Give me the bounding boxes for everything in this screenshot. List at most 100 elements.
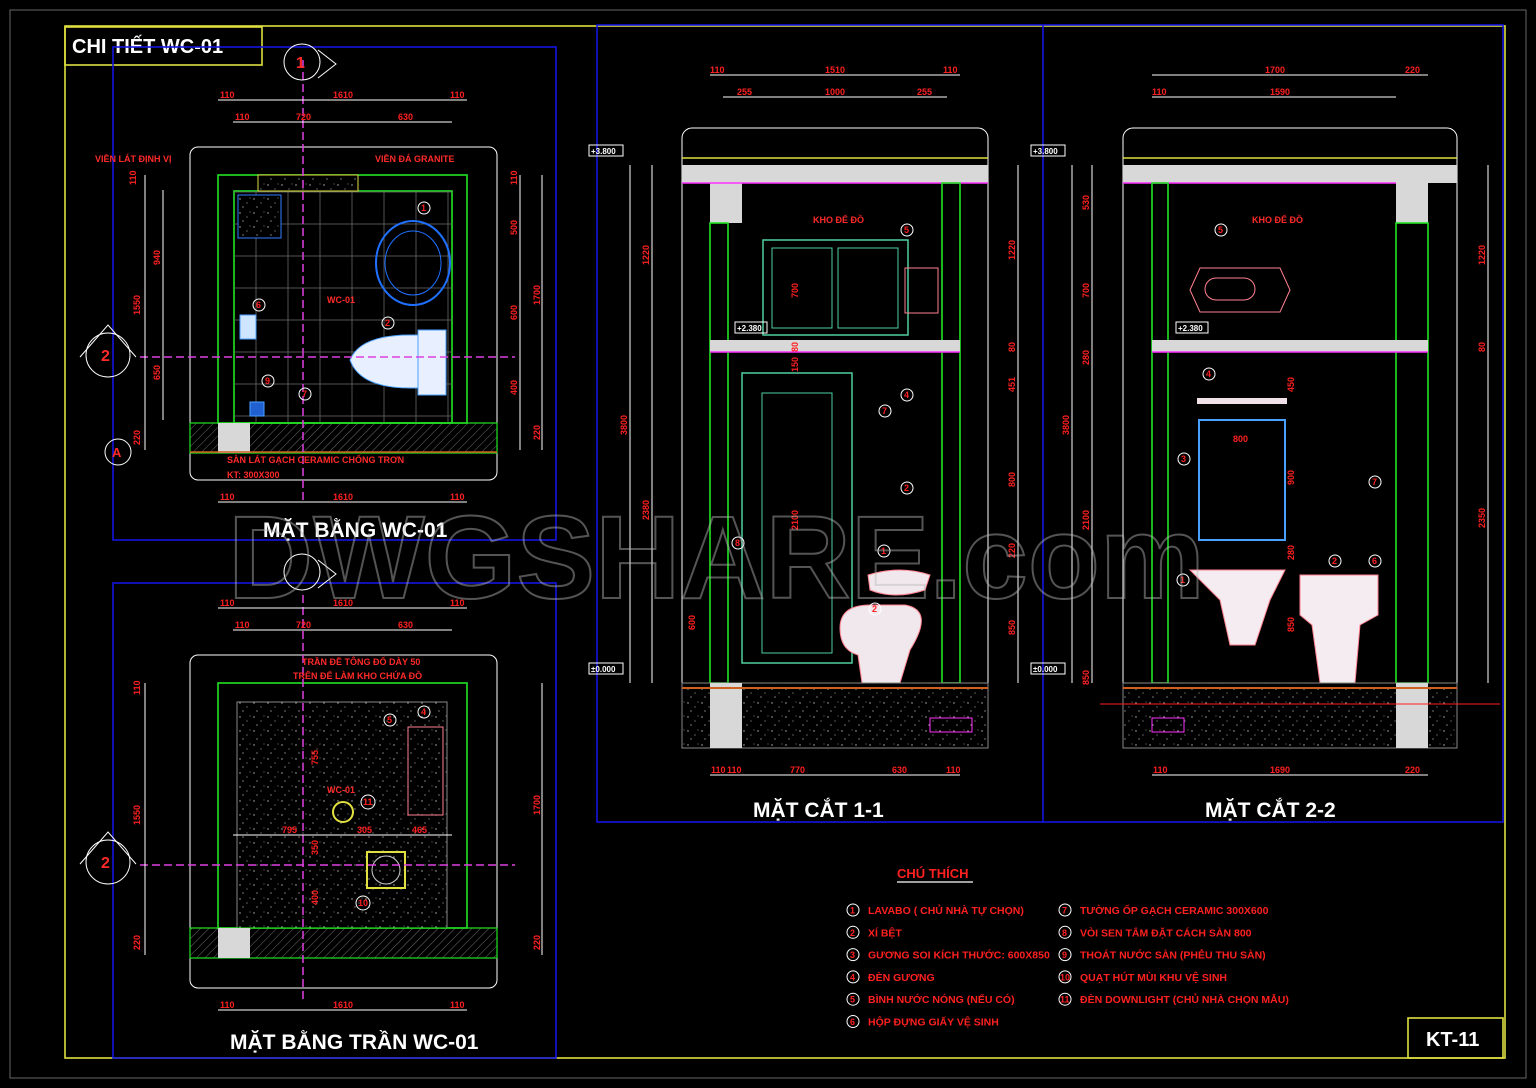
plan-frame [112,46,557,541]
legend-number: 7 [1062,906,1067,916]
svg-text:755: 755 [310,750,320,765]
svg-text:5: 5 [904,225,909,235]
legend-text: XÍ BỆT [868,926,902,939]
svg-text:280: 280 [1286,545,1296,560]
svg-text:451: 451 [1007,377,1017,392]
svg-text:1610: 1610 [333,492,353,502]
svg-text:9: 9 [265,376,270,386]
legend-text: TƯỜNG ỐP GẠCH CERAMIC 300X600 [1080,903,1269,917]
svg-text:1700: 1700 [1265,65,1285,75]
svg-text:KHO ĐỂ ĐỒ: KHO ĐỂ ĐỒ [1252,214,1303,225]
legend-number: 1 [850,906,855,916]
svg-text:110: 110 [220,598,235,608]
svg-text:530: 530 [1081,195,1091,210]
svg-text:4: 4 [904,390,909,400]
svg-text:900: 900 [1286,470,1296,485]
section-2-2: KHO ĐỂ ĐỒ +3.800 +2.380 ±0.000 1700 220 … [1030,65,1500,822]
svg-text:1220: 1220 [1477,245,1487,265]
legend-number: 6 [850,1017,855,1027]
section-1-title: MẶT CẮT 1-1 [753,798,884,822]
plan-room-label: WC-01 [327,295,355,305]
svg-text:1220: 1220 [1007,240,1017,260]
legend-number: 2 [850,928,855,938]
legend-text: BÌNH NƯỚC NÓNG (NẾU CÓ) [868,993,1015,1006]
legend-number-circle [846,948,860,962]
svg-text:800: 800 [1007,472,1017,487]
svg-text:110: 110 [132,680,142,695]
svg-text:700: 700 [790,283,800,298]
legend-number: 8 [1062,928,1067,938]
sections-frame [596,24,1504,823]
ceiling-frame [112,582,557,1059]
plan-note-right: VIỀN ĐÁ GRANITE [375,154,455,164]
legend-text: ĐÈN GƯƠNG [868,971,935,984]
svg-text:630: 630 [398,112,413,122]
svg-text:1610: 1610 [333,598,353,608]
svg-text:110: 110 [727,765,742,775]
svg-text:5: 5 [387,715,392,725]
svg-text:3: 3 [1181,454,1186,464]
svg-text:1590: 1590 [1270,87,1290,97]
svg-text:630: 630 [398,620,413,630]
svg-text:110: 110 [450,90,465,100]
sheet-outer-border [9,9,1527,1079]
svg-text:220: 220 [1405,65,1420,75]
svg-text:+3.800: +3.800 [1033,147,1058,156]
svg-text:10: 10 [358,898,368,908]
svg-text:1220: 1220 [641,245,651,265]
door-icon [741,372,853,664]
svg-text:280: 280 [1081,350,1091,365]
svg-text:110: 110 [235,112,250,122]
legend-number-circle [846,992,860,1006]
svg-text:255: 255 [917,87,932,97]
svg-text:110: 110 [711,765,726,775]
svg-text:1610: 1610 [333,90,353,100]
svg-text:3800: 3800 [1061,415,1071,435]
section-2-title: MẶT CẮT 2-2 [1205,798,1336,822]
lavabo-elevation-icon [867,569,931,596]
toilet-elevation-icon [839,604,922,684]
section-marker-2-ceiling[interactable]: 2 [79,831,137,885]
svg-text:WC-01: WC-01 [327,785,355,795]
section-1-1: KHO ĐỂ ĐỒ +3.800 +2.380 ±0.000 110 1510 … [588,65,1019,822]
ceiling-note-2: TRÊN ĐỂ LÀM KHO CHỨA ĐỒ [293,670,422,681]
section-marker-2[interactable]: 2 [79,324,137,378]
svg-text:600: 600 [509,305,519,320]
svg-text:255: 255 [737,87,752,97]
svg-text:±0.000: ±0.000 [1033,665,1058,674]
svg-text:400: 400 [509,380,519,395]
legend-number: 10 [1060,972,1070,982]
elevation-marker-a[interactable]: A [104,438,132,466]
svg-text:720: 720 [296,620,311,630]
svg-text:1: 1 [296,55,305,72]
legend-number-circle [846,1015,860,1028]
legend-number: 5 [850,995,855,1005]
section-marker-1-ceiling[interactable] [283,553,337,591]
svg-text:110: 110 [710,65,725,75]
svg-text:220: 220 [532,425,542,440]
exhaust-fan-icon [366,851,406,889]
svg-text:2: 2 [101,348,110,365]
legend-number-circle [846,925,860,939]
legend-text: GƯƠNG SOI KÍCH THƯỚC: 600X850 [868,949,1050,962]
svg-text:6: 6 [256,300,261,310]
svg-text:7: 7 [302,389,307,399]
legend-item: 2 XÍ BỆT [846,925,902,939]
ceiling-note-1: TRẦN ĐỀ TÔNG ĐỔ DÀY 50 [302,656,420,667]
plan-note-left: VIỀN LÁT ĐỊNH VỊ [95,154,172,164]
svg-text:4: 4 [421,707,426,717]
floor-plan: WC-01 VIỀN LÁT ĐỊNH VỊ VIỀN ĐÁ GRANITE S… [79,43,543,542]
svg-text:110: 110 [1152,87,1167,97]
svg-text:2350: 2350 [1477,508,1487,528]
svg-text:305: 305 [357,825,372,835]
water-heater-icon [1189,267,1291,313]
svg-text:400: 400 [310,890,320,905]
svg-text:110: 110 [1153,765,1168,775]
section-marker-1[interactable]: 1 [283,43,337,81]
svg-text:110: 110 [235,620,250,630]
